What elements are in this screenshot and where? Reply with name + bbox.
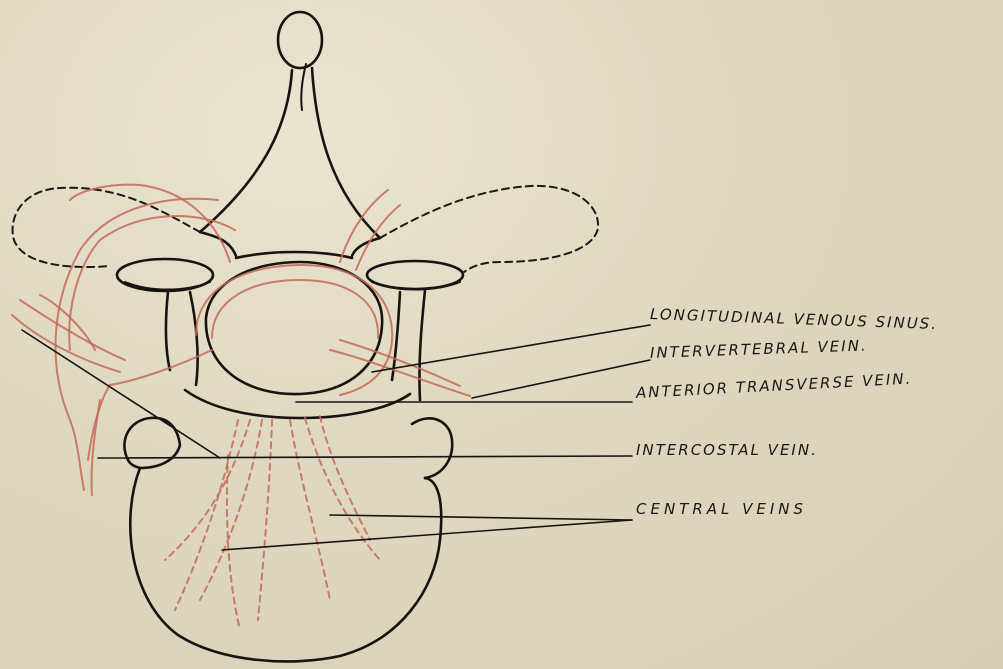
label-intercostal-vein: INTERCOSTAL VEIN.	[636, 441, 818, 459]
right-transverse-process	[380, 186, 598, 272]
leader-intercostal-vein	[98, 456, 632, 458]
central-vein-5	[290, 420, 330, 600]
longitudinal-sinus-vein-inner	[212, 280, 378, 338]
spinous-process-tip	[278, 12, 322, 68]
left-intervertebral-vein	[56, 199, 218, 490]
intercostal-vein-red-3	[20, 300, 125, 360]
label-central-veins: CENTRAL VEINS	[636, 500, 807, 518]
intercostal-vein-red-5	[92, 400, 100, 495]
spinous-process-groove	[301, 64, 306, 110]
central-vein-3	[258, 420, 272, 620]
intercostal-vein-red	[88, 350, 212, 460]
intercostal-vein-red-2	[12, 315, 120, 372]
lamina-inner-arch	[236, 252, 352, 258]
longitudinal-sinus-vein	[196, 265, 392, 395]
vertebral-body	[130, 468, 441, 661]
leader-intervertebral-vein	[472, 360, 650, 398]
right-pedicle	[392, 290, 425, 400]
leader-longitudinal-venous-sinus	[372, 325, 650, 372]
left-rib-head	[124, 418, 180, 468]
central-vein-1	[165, 420, 250, 560]
leader-central-veins-1	[330, 515, 632, 520]
central-vein-8	[227, 455, 240, 630]
left-intervertebral-vein-3	[70, 185, 230, 262]
spinous-process	[200, 68, 380, 238]
central-vein-7	[320, 416, 370, 540]
left-pedicle	[166, 292, 198, 385]
vertebral-canal	[206, 262, 382, 394]
leader-central-veins-2	[222, 520, 632, 550]
anterior-transverse-vein-red-2	[340, 340, 460, 386]
anterior-transverse-vein-red	[330, 350, 470, 396]
right-rib-head	[412, 418, 452, 478]
